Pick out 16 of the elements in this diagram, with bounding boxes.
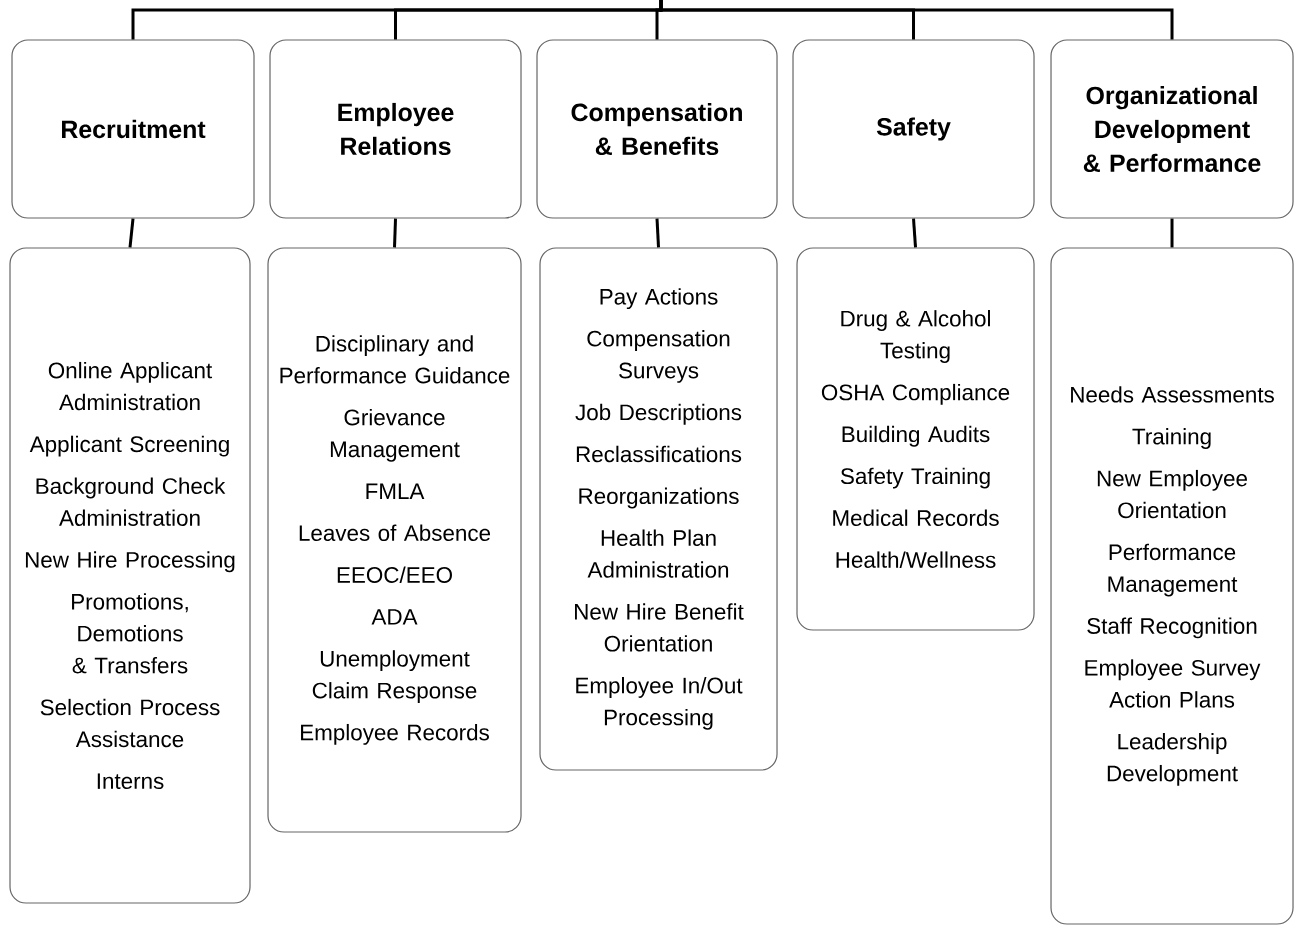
task-list-box: Online Applicant Administration Applicant Screening Background Check Administration New Hire Processing Promotions, Demotions & Transfers Selection Process Assistance Interns bbox=[9, 247, 251, 904]
category-box: Compensation & Benefits bbox=[536, 39, 778, 219]
task-list-box: Drug & Alcohol Testing OSHA Compliance Building Audits Safety Training Medical Records Health/Wellness bbox=[796, 247, 1035, 631]
connector-line bbox=[128, 218, 135, 248]
category-box: Recruitment bbox=[11, 39, 255, 219]
category-box: Employee Relations bbox=[269, 39, 522, 219]
connector-line bbox=[1170, 218, 1174, 248]
connector-line bbox=[655, 218, 660, 248]
connector-line bbox=[912, 218, 917, 248]
task-list-box: Needs Assessments Training New Employee Orientation Performance Management Staff Recognition Employee Survey Action Plans Leadership Development bbox=[1050, 247, 1294, 925]
connector-line bbox=[393, 218, 397, 248]
task-list-box: Disciplinary and Performance Guidance Grievance Management FMLA Leaves of Absence EEOC/EEO ADA Unemployment Claim Response Employee Records bbox=[267, 247, 522, 833]
category-box: Safety bbox=[792, 39, 1035, 219]
category-box: Organizational Development & Performance bbox=[1050, 39, 1294, 219]
connector-line bbox=[659, 0, 1174, 40]
task-list-box: Pay Actions Compensation Surveys Job Descriptions Reclassifications Reorganizations Health Plan Administration New Hire Benefit Orientation Employee In/Out Processing bbox=[539, 247, 778, 771]
